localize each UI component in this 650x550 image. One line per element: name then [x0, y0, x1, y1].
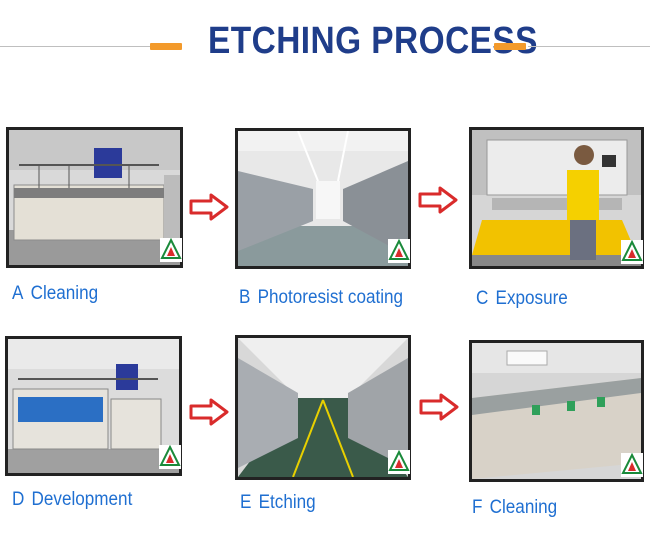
caption-e: E Etching — [240, 492, 316, 514]
caption-f: F Cleaning — [472, 497, 557, 519]
arrow-b-to-c — [418, 186, 458, 214]
page-title: ETCHING PROCESS — [208, 20, 538, 62]
photo-exposure — [469, 127, 644, 269]
caption-letter: D — [12, 489, 25, 510]
caption-letter: E — [240, 492, 252, 513]
company-logo-icon — [388, 239, 410, 263]
arrow-e-to-f — [419, 393, 459, 421]
photo-cleaning — [6, 127, 183, 268]
company-logo-icon — [160, 238, 182, 262]
title-accent-left — [150, 43, 182, 50]
title-accent-right — [494, 43, 526, 50]
caption-letter: C — [476, 288, 489, 309]
caption-label: Development — [31, 489, 133, 510]
caption-label: Exposure — [495, 288, 568, 309]
company-logo-icon — [388, 450, 410, 474]
caption-d: D Development — [12, 489, 132, 511]
caption-letter: F — [472, 497, 483, 518]
arrow-a-to-b — [189, 193, 229, 221]
arrow-d-to-e — [189, 398, 229, 426]
caption-b: B Photoresist coating — [239, 287, 403, 309]
caption-label: Photoresist coating — [257, 287, 404, 308]
title-rule-right — [528, 46, 650, 47]
company-logo-icon — [159, 445, 181, 469]
caption-label: Cleaning — [30, 283, 99, 304]
photo-etching — [235, 335, 411, 480]
photo-development — [5, 336, 182, 476]
caption-letter: B — [239, 287, 251, 308]
company-logo-icon — [621, 453, 643, 477]
caption-a: A Cleaning — [12, 283, 98, 305]
company-logo-icon — [621, 240, 643, 264]
caption-c: C Exposure — [476, 288, 568, 310]
caption-label: Etching — [258, 492, 316, 513]
title-rule-left — [0, 46, 150, 47]
caption-letter: A — [12, 283, 24, 304]
photo-photoresist-coating — [235, 128, 411, 269]
caption-label: Cleaning — [489, 497, 558, 518]
photo-final-cleaning — [469, 340, 644, 482]
